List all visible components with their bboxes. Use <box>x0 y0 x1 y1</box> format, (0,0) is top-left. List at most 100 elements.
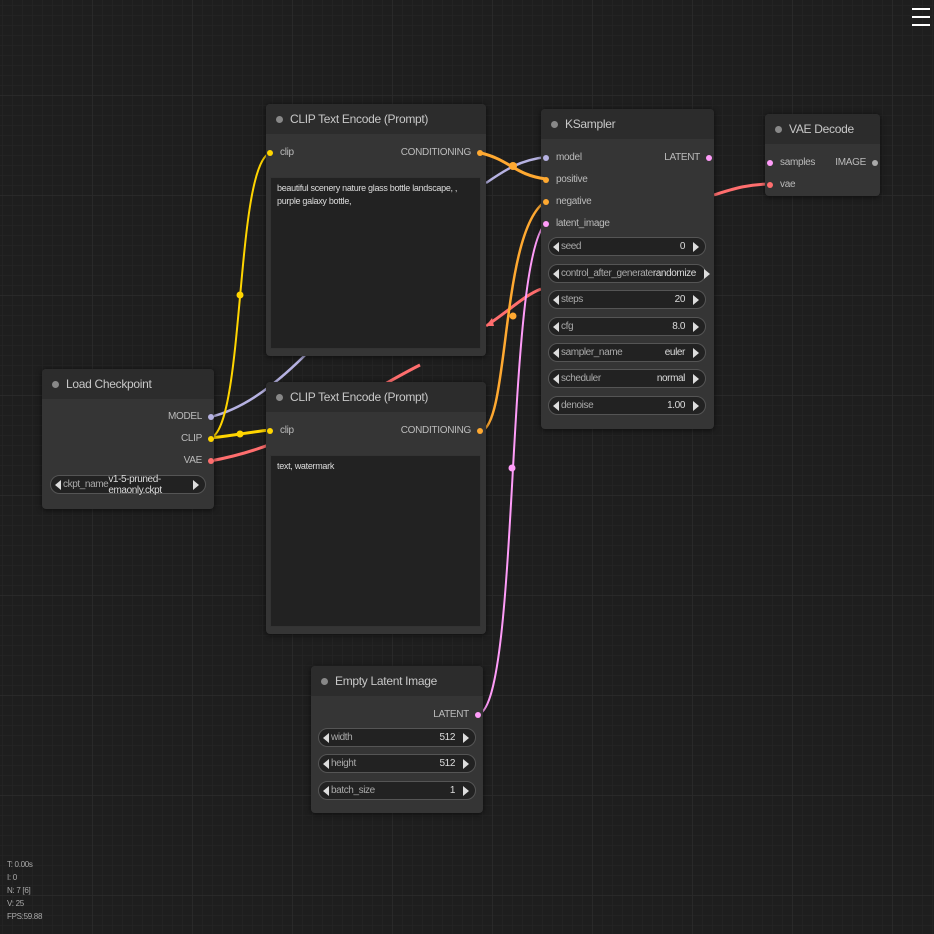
node-title[interactable]: CLIP Text Encode (Prompt) <box>266 382 486 412</box>
increment-arrow-icon[interactable] <box>693 294 699 305</box>
conditioning-pin-icon[interactable] <box>477 149 483 156</box>
vae-pin-icon[interactable] <box>208 457 214 464</box>
output-image[interactable]: IMAGE <box>835 157 878 168</box>
conditioning-pin-icon[interactable] <box>543 198 549 205</box>
node-title[interactable]: CLIP Text Encode (Prompt) <box>266 104 486 134</box>
input-latent-image[interactable]: latent_image <box>543 218 610 229</box>
input-samples[interactable]: samples <box>767 157 815 168</box>
output-conditioning[interactable]: CONDITIONING <box>401 147 483 158</box>
render-stats: T: 0.00s I: 0 N: 7 [6] V: 25 FPS:59.88 <box>7 860 43 921</box>
collapse-dot-icon[interactable] <box>775 125 782 133</box>
conditioning-pin-icon[interactable] <box>543 176 549 183</box>
collapse-dot-icon[interactable] <box>52 380 59 388</box>
clip-pin-icon[interactable] <box>267 149 273 156</box>
increment-arrow-icon[interactable] <box>693 373 699 384</box>
collapse-dot-icon[interactable] <box>276 115 283 123</box>
increment-arrow-icon[interactable] <box>193 479 199 490</box>
link-positive <box>480 151 547 181</box>
latent-pin-icon[interactable] <box>767 159 773 166</box>
vae-pin-icon[interactable] <box>767 181 773 188</box>
decrement-arrow-icon[interactable] <box>553 347 559 358</box>
increment-arrow-icon[interactable] <box>463 785 469 796</box>
increment-arrow-icon[interactable] <box>703 268 710 279</box>
node-title[interactable]: KSampler <box>541 109 714 139</box>
input-clip[interactable]: clip <box>267 147 294 158</box>
input-negative[interactable]: negative <box>543 196 592 207</box>
prompt-textarea[interactable]: text, watermark <box>270 455 481 627</box>
output-vae[interactable]: VAE <box>184 455 214 466</box>
link-vae-mid <box>485 287 542 328</box>
decrement-arrow-icon[interactable] <box>553 294 559 305</box>
input-clip[interactable]: clip <box>267 425 294 436</box>
decrement-arrow-icon[interactable] <box>323 758 329 769</box>
link-midpoint-negative[interactable] <box>509 312 517 320</box>
node-title[interactable]: Load Checkpoint <box>42 369 214 399</box>
link-vae-end <box>713 182 772 197</box>
node-title[interactable]: VAE Decode <box>765 114 880 144</box>
input-model[interactable]: model <box>543 152 582 163</box>
node-clip-text-encode-positive[interactable]: CLIP Text Encode (Prompt) clip CONDITION… <box>266 104 486 356</box>
output-model[interactable]: MODEL <box>168 411 214 422</box>
latent-pin-icon[interactable] <box>475 711 481 718</box>
increment-arrow-icon[interactable] <box>693 347 699 358</box>
node-load-checkpoint[interactable]: Load Checkpoint MODEL CLIP VAE ckpt_name… <box>42 369 214 509</box>
link-negative <box>480 199 547 433</box>
node-vae-decode[interactable]: VAE Decode samples vae IMAGE <box>765 114 880 196</box>
increment-arrow-icon[interactable] <box>693 321 699 332</box>
decrement-arrow-icon[interactable] <box>553 321 559 332</box>
increment-arrow-icon[interactable] <box>463 732 469 743</box>
conditioning-pin-icon[interactable] <box>477 427 483 434</box>
widget-ckpt-name[interactable]: ckpt_name v1-5-pruned-emaonly.ckpt <box>50 474 206 496</box>
link-midpoint-clip-pos[interactable] <box>236 291 244 299</box>
increment-arrow-icon[interactable] <box>463 758 469 769</box>
latent-pin-icon[interactable] <box>706 154 712 161</box>
decrement-arrow-icon[interactable] <box>553 268 559 279</box>
increment-arrow-icon[interactable] <box>693 400 699 411</box>
link-model-end <box>485 155 547 185</box>
image-pin-icon[interactable] <box>872 159 878 166</box>
node-title[interactable]: Empty Latent Image <box>311 666 483 696</box>
clip-pin-icon[interactable] <box>208 435 214 442</box>
link-midpoint-vae[interactable] <box>486 318 494 326</box>
collapse-dot-icon[interactable] <box>551 120 558 128</box>
output-latent[interactable]: LATENT <box>433 709 481 720</box>
latent-pin-icon[interactable] <box>543 220 549 227</box>
prompt-textarea[interactable]: beautiful scenery nature glass bottle la… <box>270 177 481 349</box>
decrement-arrow-icon[interactable] <box>323 785 329 796</box>
model-pin-icon[interactable] <box>543 154 549 161</box>
input-positive[interactable]: positive <box>543 174 588 185</box>
increment-arrow-icon[interactable] <box>693 241 699 252</box>
link-midpoint-latent[interactable] <box>508 464 516 472</box>
decrement-arrow-icon[interactable] <box>553 400 559 411</box>
decrement-arrow-icon[interactable] <box>55 479 61 490</box>
clip-pin-icon[interactable] <box>267 427 273 434</box>
decrement-arrow-icon[interactable] <box>323 732 329 743</box>
hamburger-menu-icon[interactable] <box>912 8 930 32</box>
link-midpoint-positive[interactable] <box>509 162 517 170</box>
decrement-arrow-icon[interactable] <box>553 241 559 252</box>
output-latent[interactable]: LATENT <box>664 152 712 163</box>
input-vae[interactable]: vae <box>767 179 796 190</box>
link-midpoint-clip-neg[interactable] <box>236 430 244 438</box>
decrement-arrow-icon[interactable] <box>553 373 559 384</box>
collapse-dot-icon[interactable] <box>321 677 328 685</box>
link-latent-image <box>478 222 547 715</box>
collapse-dot-icon[interactable] <box>276 393 283 401</box>
node-ksampler[interactable]: KSampler model positive negative latent_… <box>541 109 714 429</box>
output-conditioning[interactable]: CONDITIONING <box>401 425 483 436</box>
link-clip-neg <box>209 428 271 440</box>
model-pin-icon[interactable] <box>208 413 214 420</box>
node-clip-text-encode-negative[interactable]: CLIP Text Encode (Prompt) clip CONDITION… <box>266 382 486 634</box>
output-clip[interactable]: CLIP <box>181 433 214 444</box>
